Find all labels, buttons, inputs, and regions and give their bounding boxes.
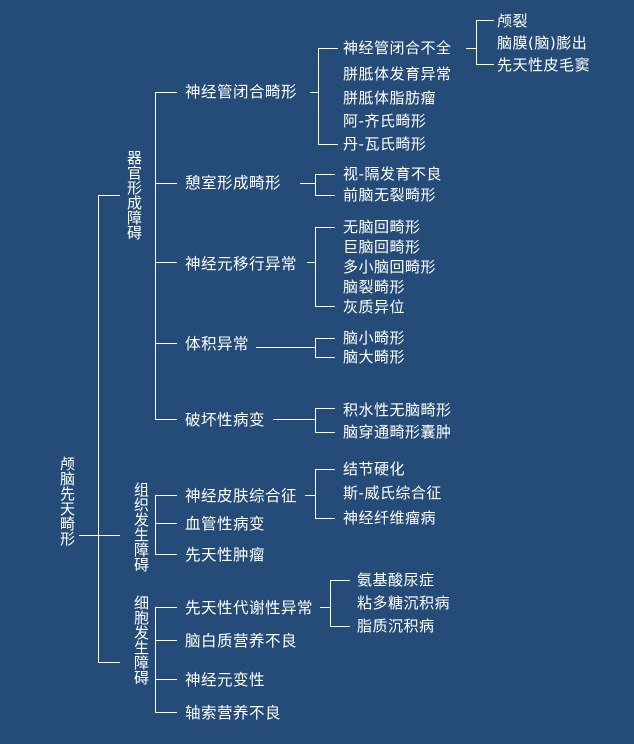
connector [273, 419, 315, 420]
bracket [315, 227, 316, 306]
group-2-bracket [155, 495, 156, 554]
connector [300, 183, 315, 184]
tick [315, 432, 335, 433]
tick [315, 306, 335, 307]
connector [307, 262, 315, 263]
group-2-tick [155, 554, 177, 555]
group-3-tick [155, 712, 177, 713]
connector [305, 495, 315, 496]
leaf: 多小脑回畸形 [343, 258, 437, 276]
root-tick-group-1 [98, 195, 120, 196]
leaf: 神经纤维瘤病 [343, 509, 437, 527]
group-label-histogenesis: 组织发生障碍 [132, 482, 150, 572]
tick [476, 20, 494, 21]
root-bracket [98, 195, 99, 662]
bracket [476, 20, 477, 64]
root-connector [79, 535, 98, 536]
leaf: 粘多糖沉积病 [357, 594, 451, 612]
leaf: 斯-威氏综合征 [343, 484, 442, 502]
bracket [315, 174, 316, 195]
tick [330, 626, 350, 627]
group-1-tick [155, 343, 177, 344]
group-2-tick [155, 523, 177, 524]
leaf: 脂质沉积病 [357, 617, 435, 635]
root-tick-group-3 [98, 662, 120, 663]
group-3-bracket [155, 607, 156, 712]
tick [315, 518, 335, 519]
node-metabolic: 先天性代谢性异常 [185, 599, 314, 617]
leaf: 积水性无脑畸形 [343, 401, 452, 419]
node-axonal-dystrophy: 轴索营养不良 [185, 704, 282, 722]
leaf: 神经管闭合不全 [343, 39, 452, 57]
leaf: 胼胝体脂肪瘤 [343, 89, 437, 107]
bracket [315, 469, 316, 518]
bracket [315, 408, 316, 432]
node-neuronal-degeneration: 神经元变性 [185, 671, 266, 689]
leaf: 巨脑回畸形 [343, 238, 421, 256]
node-neuronal-migration: 神经元移行异常 [185, 255, 298, 273]
group-3-tick [155, 679, 177, 680]
leaf: 脑小畸形 [343, 329, 406, 347]
leaf: 视-隔发育不良 [343, 165, 442, 183]
leaf: 丹-瓦氏畸形 [343, 135, 427, 153]
leaf: 无脑回畸形 [343, 218, 421, 236]
tick [318, 48, 338, 49]
leaf: 胼胝体发育异常 [343, 65, 452, 83]
node-leukodystrophy: 脑白质营养不良 [185, 632, 298, 650]
leaf: 颅裂 [497, 12, 529, 30]
group-2-tick [155, 495, 177, 496]
connector [310, 92, 318, 93]
tick [315, 195, 335, 196]
leaf: 灰质异位 [343, 298, 406, 316]
node-diverticulation: 憩室形成畸形 [185, 174, 282, 192]
node-neurocutaneous: 神经皮肤综合征 [185, 487, 298, 505]
group-1-tick [155, 183, 177, 184]
leaf: 前脑无裂畸形 [343, 186, 437, 204]
group-1-tick [155, 92, 177, 93]
node-destructive-lesion: 破坏性病变 [185, 411, 266, 429]
node-neural-tube-closure: 神经管闭合畸形 [185, 83, 298, 101]
group-1-tick [155, 262, 177, 263]
connector [256, 347, 315, 348]
tick [315, 338, 335, 339]
root-label: 颅脑先天畸形 [58, 456, 76, 546]
leaf: 脑裂畸形 [343, 278, 406, 296]
connector [466, 48, 476, 49]
root-tick-group-2 [98, 535, 120, 536]
tick [315, 227, 335, 228]
tick [315, 174, 335, 175]
tick [330, 580, 350, 581]
leaf: 脑大畸形 [343, 348, 406, 366]
bracket [318, 48, 319, 144]
group-1-bracket [155, 92, 156, 419]
tick [315, 408, 335, 409]
group-label-cytogenesis: 细胞发生障碍 [132, 595, 150, 685]
tick [315, 357, 335, 358]
bracket [315, 338, 316, 357]
node-congenital-tumor: 先天性肿瘤 [185, 546, 266, 564]
tick [476, 64, 494, 65]
bracket [330, 580, 331, 626]
connector [320, 607, 330, 608]
leaf: 先天性皮毛窦 [497, 56, 591, 74]
node-vascular-lesion: 血管性病变 [185, 515, 266, 533]
tick [318, 144, 338, 145]
leaf: 阿-齐氏畸形 [343, 112, 427, 130]
node-size-anomaly: 体积异常 [185, 335, 250, 353]
tick [315, 469, 335, 470]
group-3-tick [155, 640, 177, 641]
leaf: 脑膜(脑)膨出 [497, 34, 588, 52]
group-3-tick [155, 607, 177, 608]
group-1-tick [155, 419, 177, 420]
group-label-organogenesis: 器官形成障碍 [125, 150, 143, 240]
leaf: 结节硬化 [343, 460, 406, 478]
leaf: 氨基酸尿症 [357, 571, 435, 589]
leaf: 脑穿通畸形囊肿 [343, 423, 452, 441]
